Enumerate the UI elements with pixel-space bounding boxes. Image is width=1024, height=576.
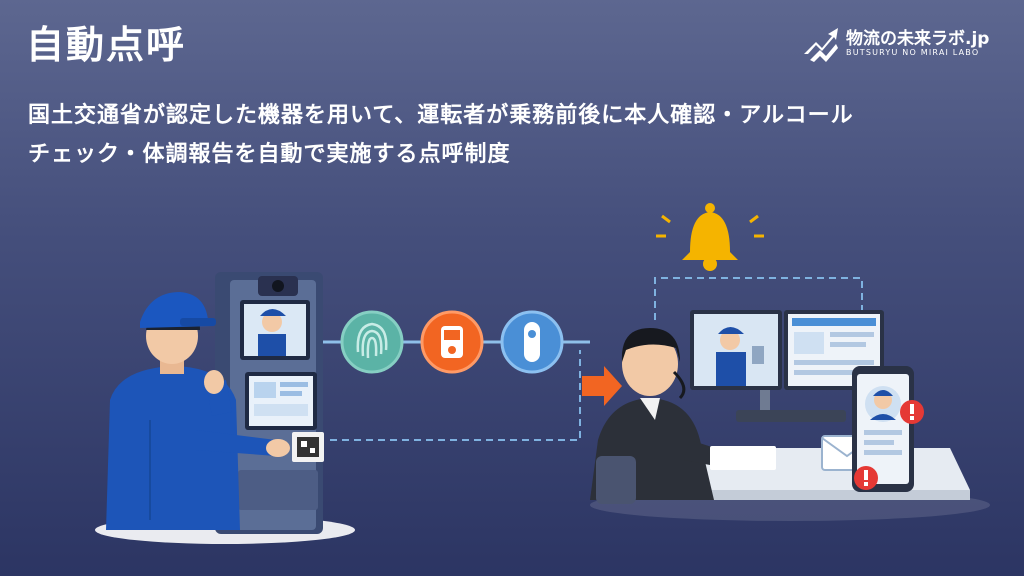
smartphone <box>852 366 914 492</box>
monitor-left <box>690 310 782 390</box>
connector-top <box>654 277 863 320</box>
logo-arrow-icon <box>804 28 838 62</box>
illustration <box>95 203 990 544</box>
page-title: 自動点呼 <box>26 23 187 67</box>
alert-icon-2 <box>854 466 878 490</box>
operator-figure <box>590 328 752 504</box>
bell-icon <box>656 203 764 271</box>
arrow-right-icon <box>582 366 622 406</box>
fingerprint-icon <box>340 310 404 374</box>
notepad <box>710 446 776 470</box>
alcohol-checker-icon <box>420 310 484 374</box>
description: 国土交通省が認定した機器を用いて、運転者が乗務前後に本人確認・アルコール チェッ… <box>28 96 998 174</box>
kiosk-terminal <box>215 272 324 534</box>
monitor-stand <box>760 390 770 412</box>
description-line-2: チェック・体調報告を自動で実施する点呼制度 <box>28 142 511 167</box>
description-line-1: 国土交通省が認定した機器を用いて、運転者が乗務前後に本人確認・アルコール <box>28 103 854 128</box>
breathalyzer-icon <box>500 310 564 374</box>
driver-figure <box>106 292 290 530</box>
keyboard <box>736 410 846 422</box>
alert-icon <box>900 400 924 424</box>
logo-subtitle: BUTSURYU NO MIRAI LABO <box>846 48 980 57</box>
logo: 物流の未来ラボ.jp BUTSURYU NO MIRAI LABO <box>802 22 1002 66</box>
logo-name: 物流の未来ラボ.jp <box>846 29 990 49</box>
